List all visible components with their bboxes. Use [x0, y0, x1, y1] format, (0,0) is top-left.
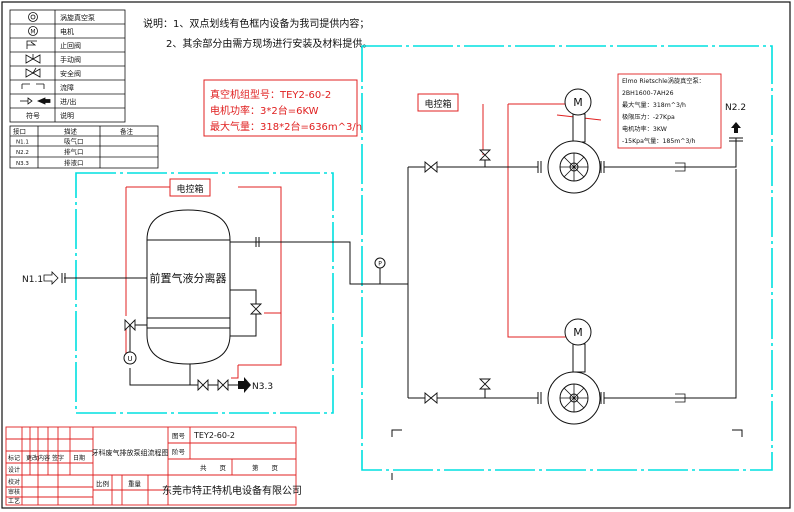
legend-label-safety-valve: 安全阀 — [60, 69, 81, 78]
legend-label-flange: 流障 — [60, 83, 74, 92]
level-switch-icon — [123, 351, 137, 365]
rotary-vane-pump-icon — [28, 12, 38, 22]
port-row-desc: 吸气口 — [64, 137, 84, 146]
pressure-gauge-icon — [374, 257, 386, 269]
vacuum-pump-1 — [547, 88, 601, 194]
safety-valve-icon — [249, 303, 263, 315]
process-piping — [61, 137, 743, 480]
supplier-scope-frame-left — [75, 172, 334, 414]
gas-liquid-separator — [146, 209, 231, 365]
spec-model: 真空机组型号：TEY2-60-2 — [210, 88, 331, 101]
pump-power: 电机功率：3KW — [622, 125, 667, 133]
signoff-check: 校对 — [8, 478, 20, 486]
port-row-port: N2.2 — [16, 150, 29, 156]
spec-power: 电机功率：3*2台=6KW — [210, 104, 319, 117]
manual-valve-icon — [25, 54, 41, 64]
weight-label: 重量 — [128, 480, 142, 488]
port-row-port: N1.1 — [16, 140, 29, 146]
manual-valve-icon — [197, 378, 209, 392]
port-header-port: 接口 — [13, 127, 26, 136]
scale-label: 比例 — [96, 479, 109, 488]
inlet-arrow-icon — [43, 271, 59, 285]
spec-airflow: 最大气量：318*2台=636m^3/h — [210, 120, 362, 133]
legend-table — [9, 9, 126, 123]
level-switch-label: U — [127, 355, 132, 363]
rev-header-content: 更改内容 — [26, 454, 50, 462]
control-box-left — [169, 178, 211, 197]
in-out-arrow-icon — [20, 97, 51, 105]
manual-valve-icon — [217, 378, 229, 392]
control-box-left-label: 电控箱 — [176, 183, 203, 195]
legend-label-motor: 电机 — [60, 27, 74, 36]
quantity-label: 阶号 — [172, 447, 186, 456]
signoff-review: 审核 — [8, 488, 20, 496]
note-line-1: 说明：1、双点划线有色框内设备为我司提供内容； — [143, 17, 369, 30]
pump-working-flow: -15Kpa气量：185m^3/h — [622, 137, 695, 145]
legend-symbol-header: 符号 — [26, 111, 40, 120]
outlet-arrow-icon — [731, 122, 741, 133]
drawing-no: TEY2-60-2 — [193, 431, 235, 440]
control-wiring — [125, 103, 602, 379]
signoff-process: 工艺 — [8, 497, 20, 505]
supplier-scope-frame-right — [361, 45, 773, 471]
port-row-desc: 排液口 — [64, 158, 84, 167]
drawing-no-label: 图号 — [172, 432, 186, 440]
safety-valve-icon — [478, 378, 492, 390]
check-valve-icon — [675, 393, 686, 403]
note-line-2: 2、其余部分由需方现场进行安装及材料提供。 — [166, 37, 372, 50]
port-table — [9, 125, 159, 169]
safety-valve-icon — [478, 149, 492, 161]
legend-label-check-valve: 止回阀 — [60, 41, 81, 50]
motor-label: M — [573, 96, 583, 109]
port-header-note: 备注 — [120, 127, 134, 136]
rev-header-mark: 标记 — [8, 454, 20, 462]
safety-valve-icon — [25, 67, 41, 78]
legend-label-in-out: 进/出 — [60, 97, 76, 106]
motor-icon: M — [28, 26, 38, 36]
title-block — [5, 426, 297, 506]
inlet-label: N1.1 — [22, 275, 43, 285]
svg-text:M: M — [30, 29, 35, 36]
pump-vacuum: 极限压力：-27Kpa — [622, 113, 675, 121]
vacuum-pump-2 — [547, 318, 601, 425]
legend-label-manual-valve: 手动阀 — [60, 55, 81, 64]
check-valve-icon — [675, 162, 686, 172]
port-header-desc: 描述 — [64, 127, 78, 136]
control-box-top-label: 电控箱 — [424, 98, 451, 110]
drain-label: N3.3 — [252, 382, 273, 392]
port-row-desc: 排气口 — [64, 147, 84, 156]
outlet-label: N2.2 — [725, 103, 746, 113]
company-name: 东莞市特正特机电设备有限公司 — [162, 484, 302, 497]
unit-spec-box — [203, 79, 358, 137]
manual-valve-icon — [124, 318, 136, 332]
rev-header-sign: 签字 — [52, 454, 64, 462]
sheet-no: 第 页 — [252, 463, 279, 472]
sheets-total: 共 页 — [200, 463, 227, 472]
port-row-port: N3.3 — [16, 161, 29, 167]
drain-arrow-icon — [238, 377, 251, 393]
separator-label: 前置气液分离器 — [150, 271, 227, 285]
manual-valve-icon — [424, 161, 438, 173]
pump-spec-box — [617, 73, 722, 149]
flange-icon — [21, 83, 45, 89]
legend-label-description: 说明 — [60, 111, 74, 120]
drawing-title: 牙科废气排放泵组流程图 — [92, 448, 169, 457]
check-valve-icon — [26, 40, 37, 49]
manual-valve-icon — [424, 392, 438, 404]
signoff-design: 设计 — [8, 466, 20, 474]
pressure-gauge-label: P — [378, 261, 382, 268]
control-box-top — [417, 93, 459, 112]
motor-label: M — [573, 326, 583, 339]
rev-header-date: 日期 — [73, 454, 85, 462]
pump-max-flow: 最大气量：318m^3/h — [622, 101, 686, 109]
legend-label-pump: 涡旋真空泵 — [60, 13, 95, 22]
pump-brand: Elmo Rietschle涡旋真空泵： — [622, 77, 705, 85]
pump-model: 2BH1600-7AH26 — [622, 90, 674, 97]
